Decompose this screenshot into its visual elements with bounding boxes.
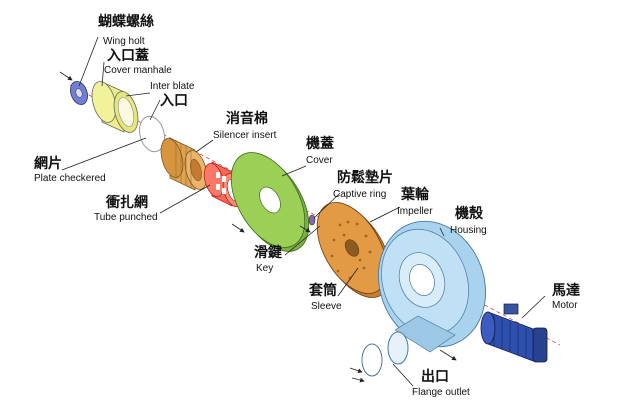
housing-label-zh: 機殼	[455, 206, 483, 222]
tube-punched-label-zh: 衝扎網	[106, 195, 148, 211]
inlet-label-zh: 入口	[160, 93, 188, 109]
captive-ring-label-zh: 防鬆墊片	[337, 170, 393, 186]
motor-part	[480, 303, 548, 363]
cover-manhole-part	[91, 81, 139, 133]
wing-bolt-label-en: Wing holt	[103, 36, 145, 47]
housing-label-en: Housing	[450, 225, 487, 236]
plate-checkered-label-zh: 網片	[34, 156, 62, 172]
silencer-insert-part	[160, 137, 208, 191]
plate-checkered-label-en: Plate checkered	[34, 173, 106, 184]
sleeve-label-en: Sleeve	[311, 301, 342, 312]
plate-checkered-part	[139, 115, 165, 153]
cover-manhole-label-zh: 入口蓋	[107, 48, 149, 64]
impeller-part	[316, 202, 392, 298]
flange-outlet-part	[361, 331, 409, 377]
cover-part	[230, 152, 310, 252]
cover-label-zh: 機蓋	[306, 136, 334, 152]
housing-part	[378, 220, 486, 353]
sleeve-label-zh: 套筒	[309, 283, 337, 299]
flange-outlet-label-zh: 出口	[421, 369, 449, 385]
captive-ring-part	[308, 214, 316, 226]
assembly-arrows	[59, 71, 457, 383]
tube-punched-label-en: Tube punched	[94, 212, 158, 223]
impeller-label-zh: 葉輪	[401, 187, 429, 203]
wing-bolt-part	[70, 80, 88, 106]
wing-bolt-label-zh: 蝴蝶螺絲	[98, 14, 154, 30]
key-label-en: Key	[256, 263, 274, 274]
flange-outlet-label-en: Flange outlet	[412, 387, 470, 398]
motor-label-zh: 馬達	[552, 283, 580, 299]
motor-label-en: Motor	[552, 300, 578, 311]
inlet-label-en: Inter blate	[150, 81, 195, 92]
captive-ring-label-en: Captive ring	[333, 189, 387, 200]
silencer-insert-label-zh: 消音棉	[226, 111, 268, 127]
cover-manhole-label-en: Cover manhale	[104, 65, 172, 76]
key-label-zh: 滑鍵	[254, 245, 282, 261]
cover-label-en: Cover	[306, 155, 333, 166]
silencer-insert-label-en: Silencer insert	[213, 130, 277, 141]
leader-lines	[61, 36, 546, 387]
impeller-label-en: Impeller	[397, 206, 433, 217]
